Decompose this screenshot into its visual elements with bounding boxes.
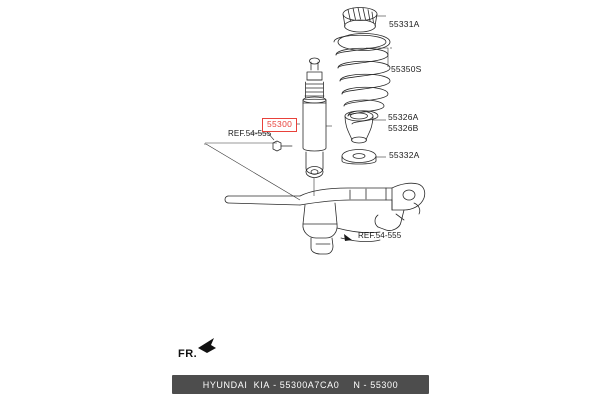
footer-model: KIA	[253, 379, 270, 390]
callout-ref-54-555-right: REF.54-555	[358, 231, 402, 240]
callout-55326a: 55326A	[388, 112, 419, 122]
fr-direction-label: FR.	[178, 348, 198, 360]
highlight-part-55300[interactable]: 55300	[262, 118, 298, 132]
callout-55326b: 55326B	[388, 123, 419, 133]
callout-ref-54-555-left: REF.54-555	[228, 129, 272, 138]
part-55350s-graphic	[333, 33, 391, 125]
callout-55350s: 55350S	[391, 64, 422, 74]
callout-55332a: 55332A	[389, 150, 420, 160]
part-55331a-graphic	[342, 7, 378, 33]
callout-55331a: 55331A	[389, 19, 420, 29]
ref-arrow-right	[344, 234, 352, 241]
rear-axle-beam-graphic	[224, 182, 426, 255]
footer-make: HYUNDAI	[202, 379, 248, 390]
fr-arrow-icon	[198, 338, 216, 353]
footer-separator: -	[273, 379, 277, 390]
footer-part-code: 55300A7CA0	[279, 379, 340, 390]
part-55300-graphic	[302, 57, 327, 178]
part-55332a-graphic	[341, 149, 377, 165]
footer-section: N - 55300	[353, 379, 399, 390]
diagram-footer-bar: HYUNDAI KIA - 55300A7CA0 N - 55300	[172, 375, 429, 394]
footer-title: HYUNDAI KIA - 55300A7CA0 N - 55300	[203, 380, 399, 390]
bolt-left-graphic	[272, 140, 293, 152]
part-55326-graphic	[344, 110, 374, 144]
